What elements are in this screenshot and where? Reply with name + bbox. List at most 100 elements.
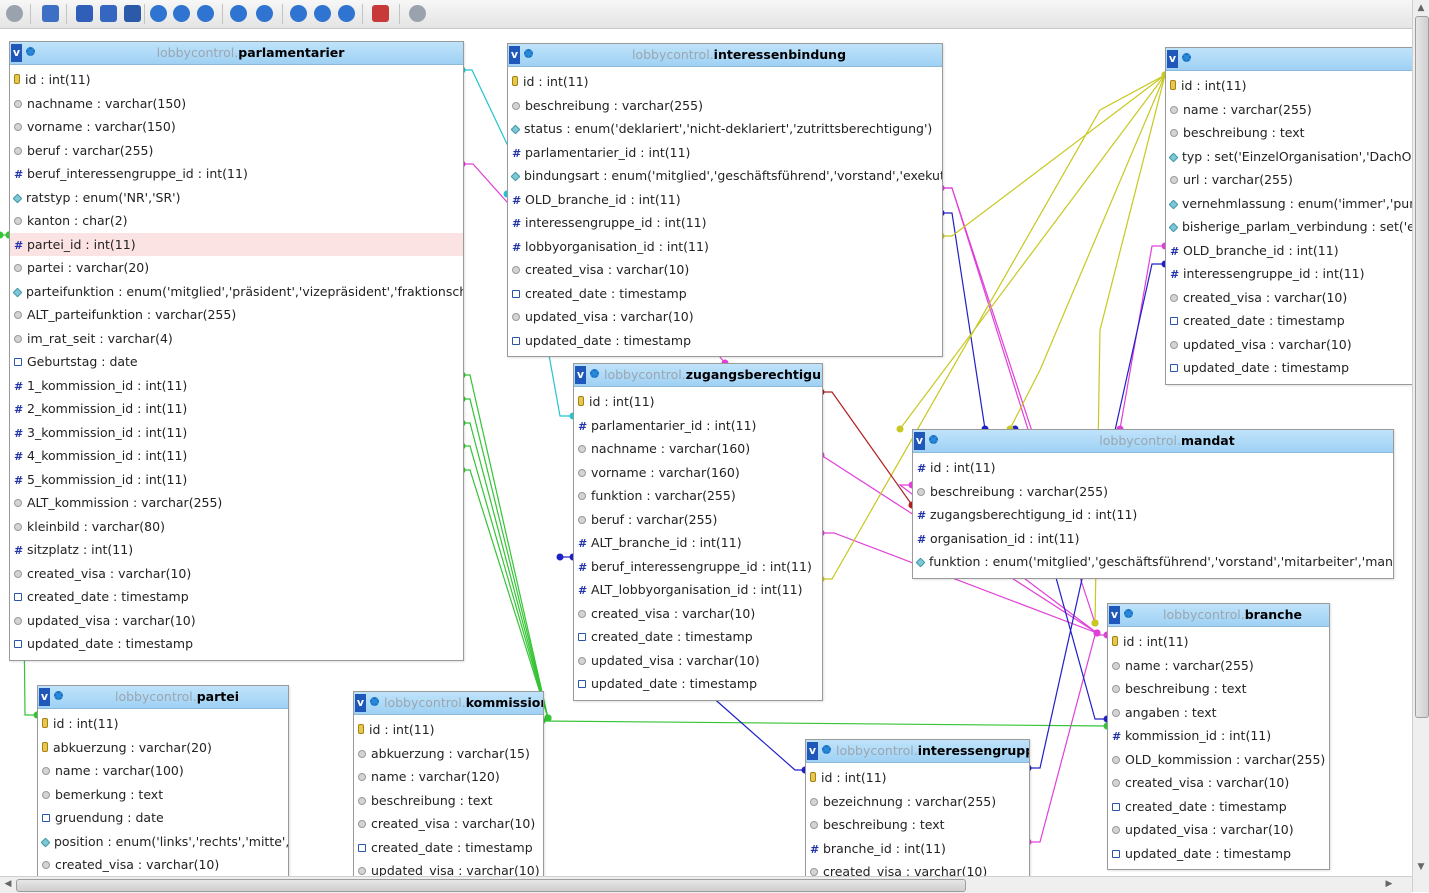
column-row[interactable]: partei_id : int(11) xyxy=(10,232,463,256)
column-row[interactable]: created_visa : varchar(10) xyxy=(574,602,822,626)
hide-panel-icon[interactable] xyxy=(409,5,426,22)
column-row[interactable]: 3_kommission_id : int(11) xyxy=(10,421,463,445)
collapse-toggle-button[interactable]: v xyxy=(11,44,22,62)
column-row[interactable]: 1_kommission_id : int(11) xyxy=(10,374,463,398)
column-row[interactable]: parlamentarier_id : int(11) xyxy=(574,414,822,438)
column-row[interactable]: created_visa : varchar(10) xyxy=(508,258,942,282)
gear-icon[interactable] xyxy=(26,47,35,56)
scroll-right-arrow-icon[interactable]: ▶ xyxy=(1385,879,1393,889)
column-row[interactable]: updated_visa : varchar(10) xyxy=(574,649,822,673)
column-row[interactable]: updated_date : timestamp xyxy=(1108,842,1329,866)
column-row[interactable]: id : int(11) xyxy=(574,390,822,414)
collapse-toggle-button[interactable]: v xyxy=(39,688,50,706)
column-row[interactable]: name : varchar(255) xyxy=(1166,98,1412,122)
column-row[interactable]: parteifunktion : enum('mitglied','präsid… xyxy=(10,280,463,304)
column-row[interactable]: updated_date : timestamp xyxy=(574,672,822,696)
column-row[interactable]: updated_date : timestamp xyxy=(10,632,463,656)
column-row[interactable]: sitzplatz : int(11) xyxy=(10,538,463,562)
gear-icon[interactable] xyxy=(54,691,63,700)
column-row[interactable]: created_visa : varchar(10) xyxy=(1166,286,1412,310)
horizontal-scroll-thumb[interactable] xyxy=(16,879,966,892)
small-big-all-icon[interactable] xyxy=(290,5,307,22)
column-row[interactable]: 2_kommission_id : int(11) xyxy=(10,397,463,421)
table-header[interactable]: v xyxy=(1166,48,1412,71)
column-row[interactable]: nachname : varchar(150) xyxy=(10,92,463,116)
column-row[interactable]: ratstyp : enum('NR','SR') xyxy=(10,186,463,210)
column-row[interactable]: im_rat_seit : varchar(4) xyxy=(10,327,463,351)
collapse-toggle-button[interactable]: v xyxy=(914,432,925,450)
scroll-up-arrow-icon[interactable]: ▲ xyxy=(1417,3,1425,13)
column-row[interactable]: beruf_interessengruppe_id : int(11) xyxy=(10,162,463,186)
column-row[interactable]: funktion : varchar(255) xyxy=(574,484,822,508)
column-row[interactable]: gruendung : date xyxy=(38,806,288,830)
collapse-toggle-button[interactable]: v xyxy=(1109,606,1120,624)
column-row[interactable]: kanton : char(2) xyxy=(10,209,463,233)
column-row[interactable]: created_visa : varchar(10) xyxy=(354,812,543,836)
column-row[interactable]: bezeichnung : varchar(255) xyxy=(806,790,1029,814)
column-row[interactable]: created_date : timestamp xyxy=(1108,795,1329,819)
column-row[interactable]: created_visa : varchar(10) xyxy=(1108,771,1329,795)
column-row[interactable]: ALT_parteifunktion : varchar(255) xyxy=(10,303,463,327)
gear-icon[interactable] xyxy=(1124,609,1133,618)
column-row[interactable]: interessengruppe_id : int(11) xyxy=(508,211,942,235)
column-row[interactable]: updated_visa : varchar(10) xyxy=(1166,333,1412,357)
column-row[interactable]: id : int(11) xyxy=(913,456,1393,480)
vertical-scroll-thumb[interactable] xyxy=(1415,16,1429,718)
gear-icon[interactable] xyxy=(822,745,831,754)
column-row[interactable]: partei : varchar(20) xyxy=(10,256,463,280)
vertical-scrollbar[interactable]: ▲ ▼ xyxy=(1412,0,1429,892)
column-row[interactable]: updated_visa : varchar(10) xyxy=(354,859,543,876)
column-row[interactable]: created_visa : varchar(10) xyxy=(806,860,1029,876)
column-row[interactable]: bemerkung : text xyxy=(38,783,288,807)
table-title[interactable]: lobbycontrol.kommission xyxy=(384,695,543,710)
column-row[interactable]: beruf_interessengruppe_id : int(11) xyxy=(574,555,822,579)
column-row[interactable]: parlamentarier_id : int(11) xyxy=(508,141,942,165)
column-row[interactable]: bisherige_parlam_verbindung : set('e xyxy=(1166,215,1412,239)
table-title[interactable]: lobbycontrol.interessenbindung xyxy=(538,47,940,62)
collapse-toggle-button[interactable]: v xyxy=(807,742,818,760)
column-row[interactable]: bindungsart : enum('mitglied','geschäfts… xyxy=(508,164,942,188)
column-row[interactable]: beschreibung : text xyxy=(1166,121,1412,145)
column-row[interactable]: url : varchar(255) xyxy=(1166,168,1412,192)
column-row[interactable]: abkuerzung : varchar(20) xyxy=(38,736,288,760)
column-row[interactable]: updated_visa : varchar(10) xyxy=(1108,818,1329,842)
column-row[interactable]: lobbyorganisation_id : int(11) xyxy=(508,235,942,259)
column-row[interactable]: beruf : varchar(255) xyxy=(574,508,822,532)
angular-links-icon[interactable] xyxy=(124,5,141,22)
table-title[interactable]: lobbycontrol.branche xyxy=(1138,607,1327,622)
column-row[interactable]: status : enum('deklariert','nicht-deklar… xyxy=(508,117,942,141)
column-row[interactable]: updated_date : timestamp xyxy=(508,329,942,353)
column-row[interactable]: created_date : timestamp xyxy=(508,282,942,306)
scroll-left-arrow-icon[interactable]: ◀ xyxy=(4,879,12,889)
column-row[interactable]: created_visa : varchar(10) xyxy=(10,562,463,586)
move-all-icon[interactable] xyxy=(314,5,331,22)
column-row[interactable]: abkuerzung : varchar(15) xyxy=(354,742,543,766)
column-row[interactable]: beschreibung : varchar(255) xyxy=(508,94,942,118)
column-row[interactable]: created_date : timestamp xyxy=(574,625,822,649)
column-row[interactable]: name : varchar(255) xyxy=(1108,654,1329,678)
zoom-fit-icon[interactable] xyxy=(42,5,59,22)
column-row[interactable]: updated_visa : varchar(10) xyxy=(508,305,942,329)
pdf-export-icon[interactable] xyxy=(372,5,389,22)
column-row[interactable]: beschreibung : text xyxy=(806,813,1029,837)
column-row[interactable]: ALT_kommission : varchar(255) xyxy=(10,491,463,515)
collapse-toggle-button[interactable]: v xyxy=(355,694,366,712)
gear-icon[interactable] xyxy=(929,435,938,444)
column-row[interactable]: id : int(11) xyxy=(10,68,463,92)
column-row[interactable]: ALT_branche_id : int(11) xyxy=(574,531,822,555)
export-icon[interactable] xyxy=(100,5,117,22)
help-icon[interactable] xyxy=(197,5,214,22)
save-icon[interactable] xyxy=(76,5,93,22)
column-row[interactable]: created_date : timestamp xyxy=(354,836,543,860)
relation-lines-icon[interactable] xyxy=(173,5,190,22)
